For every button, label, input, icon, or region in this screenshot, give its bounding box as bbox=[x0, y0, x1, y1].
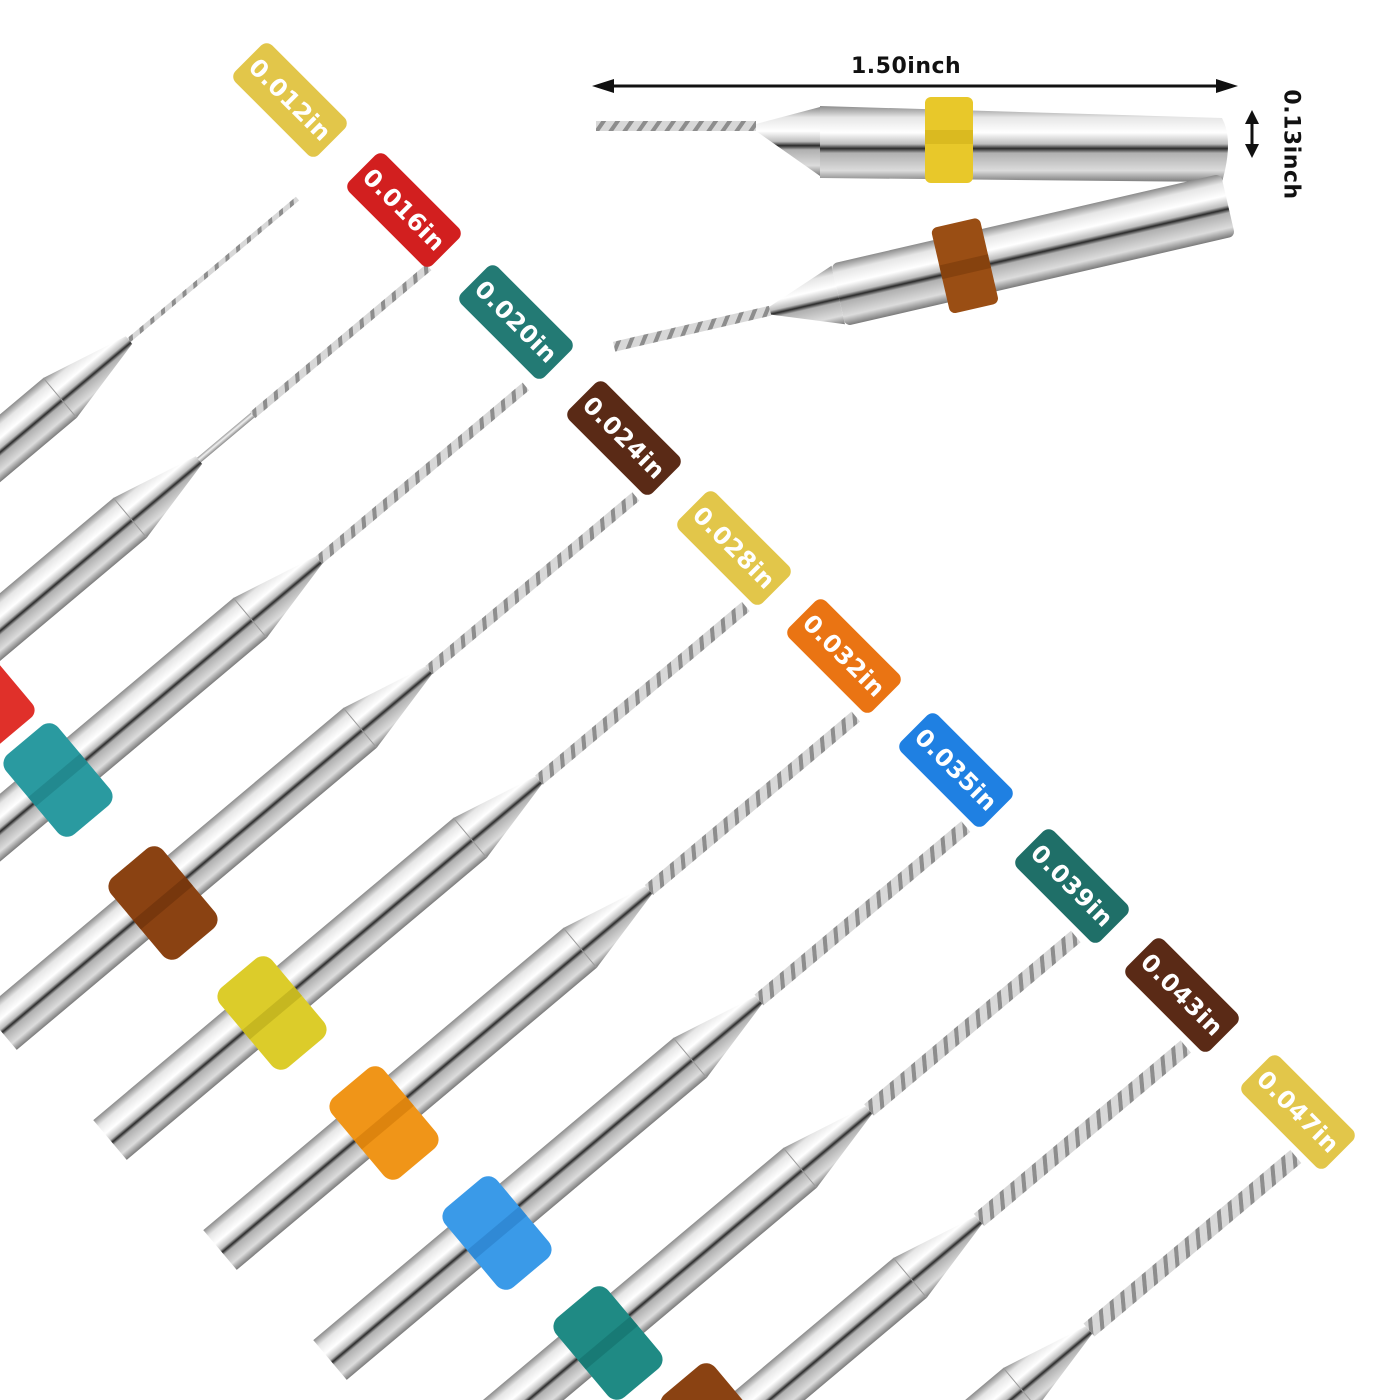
drill-bit-0-039 bbox=[422, 930, 1081, 1400]
diameter-dimension-label: 0.13inch bbox=[1278, 89, 1304, 200]
collar-dark-teal bbox=[553, 1286, 663, 1400]
dimension-diagram bbox=[592, 79, 1259, 352]
collar-blue bbox=[442, 1176, 552, 1290]
drill-bit-0-043 bbox=[532, 1040, 1191, 1400]
drill-bit-0-047 bbox=[642, 1149, 1302, 1400]
drill-bit-0-024 bbox=[0, 492, 640, 1051]
collar-orange bbox=[329, 1066, 439, 1180]
collar-brown-partial bbox=[660, 1363, 770, 1400]
drill-bit-0-016 bbox=[0, 264, 432, 841]
length-dimension-label: 1.50inch bbox=[851, 54, 962, 79]
drill-bit-0-032 bbox=[202, 711, 860, 1271]
collar-yellow bbox=[217, 956, 327, 1070]
drill-bit-0-012 bbox=[0, 196, 300, 721]
detail-bit-yellow bbox=[596, 97, 1228, 183]
drill-bit-0-035 bbox=[312, 821, 971, 1381]
collar-teal bbox=[3, 723, 113, 837]
drill-bit-0-028 bbox=[92, 601, 750, 1161]
drill-bit-0-020 bbox=[0, 382, 530, 941]
detail-bit-brown bbox=[613, 175, 1235, 352]
collar-brown bbox=[108, 846, 218, 960]
collar-red bbox=[0, 654, 35, 746]
